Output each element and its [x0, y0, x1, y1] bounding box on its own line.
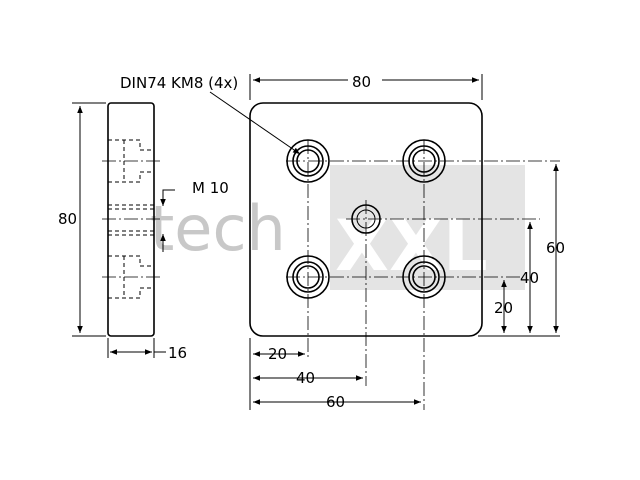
- counterbore-hole-top-left: [286, 139, 330, 183]
- watermark: tech XXL: [150, 165, 525, 290]
- dim-bottom-60-label: 60: [326, 393, 345, 411]
- dim-right-20-label: 20: [494, 299, 513, 317]
- front-view: DIN74 KM8 (4x) 80 60 40 20 20: [120, 70, 565, 411]
- dim-width-top-label: 80: [352, 73, 371, 91]
- dim-bottom-40: 40: [253, 369, 363, 387]
- dim-bottom-60: 60: [253, 393, 421, 411]
- counterbore-hole-top-right: [402, 139, 446, 183]
- thread-label: M 10: [192, 179, 229, 197]
- dim-side-height-label: 80: [58, 210, 77, 228]
- dim-bottom-40-label: 40: [296, 369, 315, 387]
- counterbore-callout: DIN74 KM8 (4x): [120, 74, 301, 155]
- side-view-outline: [107, 102, 155, 337]
- dim-right-60-label: 60: [546, 239, 565, 257]
- dim-side-thickness: 16: [107, 338, 187, 362]
- watermark-left: tech: [150, 192, 286, 265]
- dim-right-40: 40: [520, 222, 539, 333]
- side-upper-hole: [102, 139, 160, 183]
- center-thread-hole: [346, 200, 540, 386]
- dim-side-thickness-label: 16: [168, 344, 187, 362]
- watermark-right: XXL: [335, 205, 488, 287]
- side-lower-hole: [102, 255, 160, 299]
- dim-bottom-20: 20: [249, 338, 305, 410]
- side-view: 80 16 M 10: [58, 102, 229, 362]
- dim-bottom-20-label: 20: [268, 345, 287, 363]
- counterbore-label: DIN74 KM8 (4x): [120, 74, 238, 92]
- side-center-thread: [102, 204, 160, 236]
- counterbore-hole-bottom-left: [286, 255, 330, 299]
- dim-right-20: 20: [494, 280, 513, 333]
- counterbore-hole-bottom-right: [402, 255, 446, 299]
- dim-right-40-label: 40: [520, 269, 539, 287]
- dim-side-height: 80: [58, 102, 106, 337]
- thread-callout: M 10: [160, 179, 229, 252]
- dim-width-top: 80: [249, 70, 483, 100]
- dim-right-60: 60: [478, 164, 565, 337]
